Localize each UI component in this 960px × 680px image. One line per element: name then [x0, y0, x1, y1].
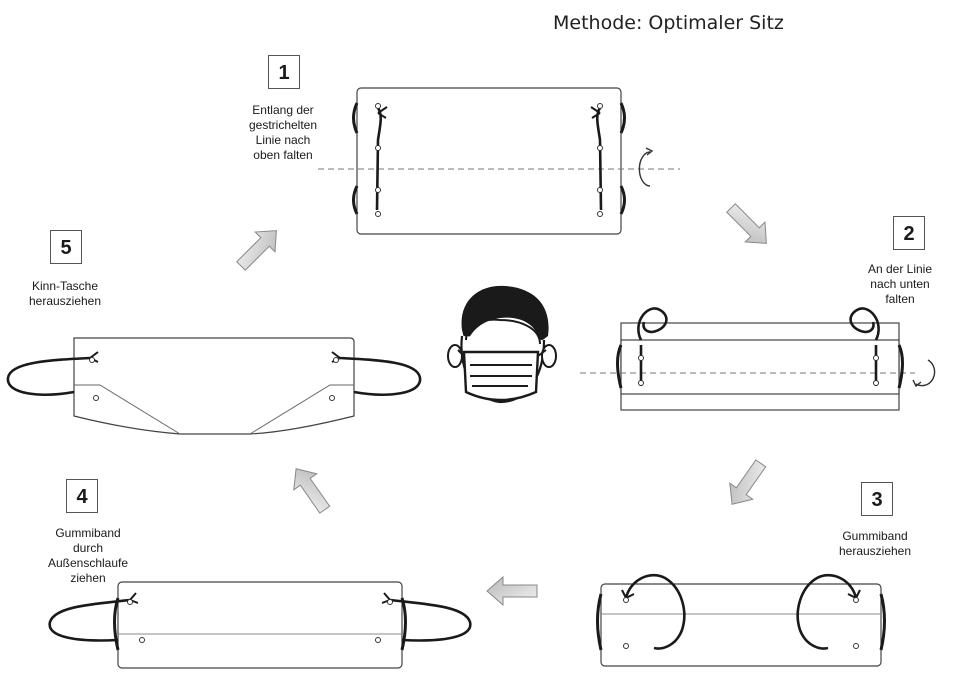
step-arrow-icon: [726, 203, 767, 244]
caption-line: nach unten: [870, 277, 930, 291]
step-5-mask: [6, 337, 422, 435]
step-arrow-icon: [729, 459, 767, 505]
step-5-caption: Kinn-Tasche herausziehen: [5, 279, 125, 309]
caption-line: Gummiband: [55, 526, 121, 540]
rotate-arrow-icon: [912, 359, 936, 388]
caption-line: durch: [72, 541, 104, 555]
caption-line: herausziehen: [838, 544, 912, 558]
caption-line: ziehen: [70, 571, 106, 585]
caption-line: Außenschlaufe: [47, 556, 129, 570]
caption-line: Kinn-Tasche: [31, 279, 99, 293]
step-3-mask: [596, 573, 886, 667]
caption-line: falten: [885, 292, 915, 306]
caption-line: Entlang der: [252, 103, 314, 117]
step-3-number: 3: [861, 482, 893, 516]
step-arrow-icon: [486, 575, 538, 607]
caption-line: Linie nach: [255, 133, 311, 147]
caption-line: Gummiband: [842, 529, 908, 543]
step-1-caption: Entlang der gestrichelten Linie nach obe…: [223, 103, 343, 163]
step-arrow-icon: [236, 230, 277, 271]
step-4-number: 4: [66, 479, 98, 513]
caption-line: herausziehen: [28, 294, 102, 308]
step-arrow-icon: [293, 468, 331, 514]
caption-line: gestrichelten: [248, 118, 318, 132]
step-4-caption: Gummiband durch Außenschlaufe ziehen: [28, 526, 148, 586]
step-1-number: 1: [268, 55, 300, 89]
step-5-number: 5: [50, 230, 82, 264]
caption-line: An der Linie: [867, 262, 933, 276]
step-2-mask: [580, 307, 915, 411]
step-1-mask: [318, 87, 680, 235]
page-title: Methode: Optimaler Sitz: [553, 12, 784, 34]
rotate-arrow-icon: [638, 147, 654, 187]
masked-person-icon: [447, 285, 557, 404]
caption-line: oben falten: [253, 148, 313, 162]
step-2-caption: An der Linie nach unten falten: [840, 262, 960, 307]
step-2-number: 2: [893, 216, 925, 250]
step-3-caption: Gummiband herausziehen: [815, 529, 935, 559]
step-4-mask: [48, 581, 472, 669]
